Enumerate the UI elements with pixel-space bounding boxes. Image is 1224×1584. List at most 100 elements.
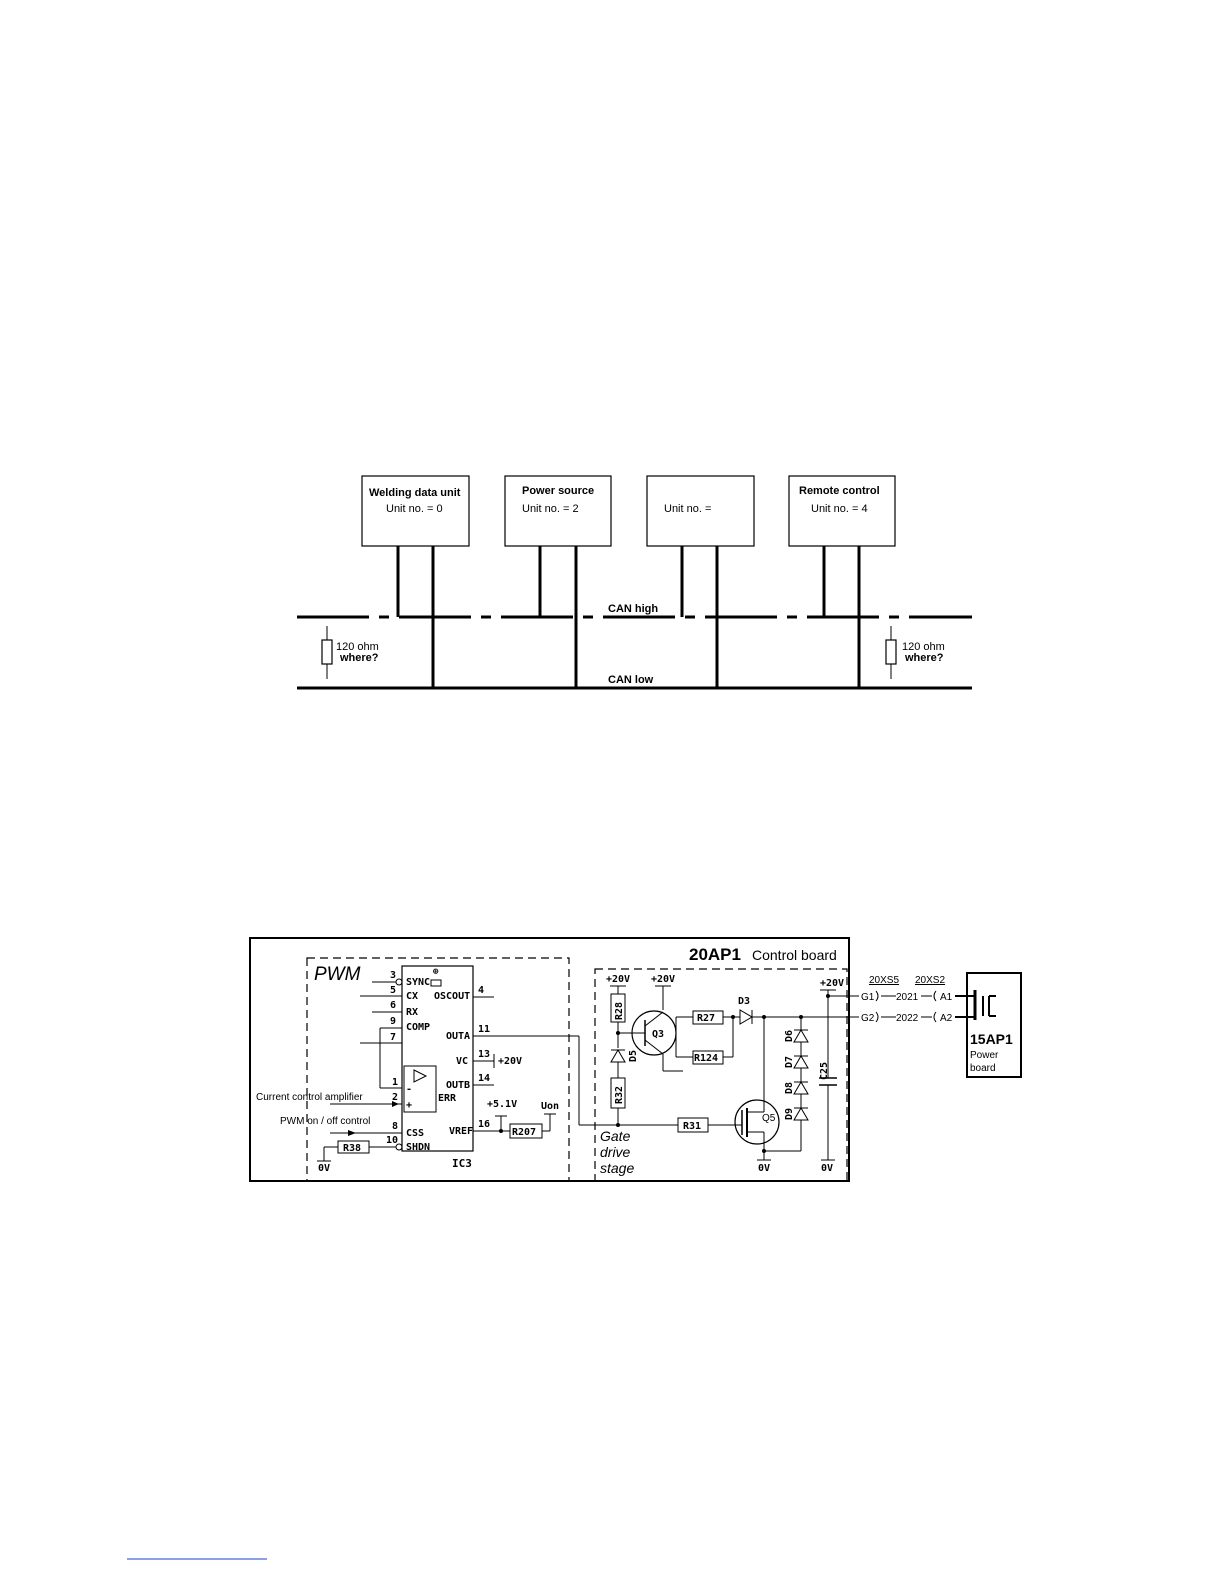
pin-10-num: 10	[386, 1135, 398, 1146]
gate-drive-line-3: stage	[600, 1160, 634, 1176]
r28-label: R28	[614, 1002, 625, 1020]
q5-label: Q5	[762, 1113, 776, 1124]
d5-label: D5	[628, 1050, 639, 1062]
vc-supply-label: +20V	[498, 1056, 522, 1067]
pin-rx-name: RX	[406, 1007, 418, 1018]
transformer-icon	[973, 990, 996, 1020]
pwm-label: PWM	[314, 964, 361, 985]
zero-volt-c25: 0V	[821, 1163, 833, 1174]
control-board-circuit: 20AP1 Control board PWM IC3 3 SYNC 5 CX …	[249, 937, 1022, 1182]
plus20-label-a: +20V	[606, 974, 630, 985]
pin-css-name: CSS	[406, 1128, 424, 1139]
svg-text:⊕: ⊕	[433, 967, 439, 977]
pin-9-num: 9	[390, 1016, 396, 1027]
terminator-right-value: 120 ohm	[902, 641, 945, 653]
connector-a1: A1	[940, 992, 953, 1003]
r38-body	[337, 1140, 370, 1154]
terminator-left-value: 120 ohm	[336, 641, 379, 653]
connector-g2: G2	[861, 1013, 875, 1024]
error-amp-box	[403, 1065, 437, 1113]
power-board-line2: board	[970, 1063, 996, 1074]
gate-drive-line-2: drive	[600, 1144, 631, 1160]
board-frame	[249, 937, 850, 1182]
r207-label: R207	[512, 1127, 536, 1138]
pin-5-num: 5	[390, 985, 396, 996]
connector-g1: G1	[861, 992, 875, 1003]
unit-no-4: Unit no. = 4	[811, 503, 868, 515]
plus20-label-c: +20V	[820, 978, 844, 989]
wire-2021: 2021	[896, 992, 919, 1003]
pin-16-num: 16	[478, 1119, 490, 1130]
wire-2022: 2022	[896, 1013, 919, 1024]
terminator-left: 120 ohm where?	[321, 626, 379, 679]
svg-text:-: -	[406, 1084, 412, 1095]
pin-comp-name: COMP	[406, 1022, 430, 1033]
unit-box-power-source	[504, 475, 612, 547]
pin-7-num: 7	[390, 1032, 396, 1043]
pin-shdn-name: SHDN	[406, 1142, 430, 1153]
can-low-label: CAN low	[608, 674, 654, 686]
gate-drive-block	[594, 968, 848, 1182]
vref-supply-label: +5.1V	[487, 1099, 517, 1110]
zero-volt-q5: 0V	[758, 1163, 770, 1174]
pin-14-num: 14	[478, 1073, 490, 1084]
unit-no-2: Unit no. = 2	[522, 503, 579, 515]
unit-no-1: Unit no. = 0	[386, 503, 443, 515]
current-control-label: Current control amplifier	[256, 1092, 363, 1103]
pin-vref-name: VREF	[449, 1126, 473, 1137]
pin-cx-name: CX	[406, 991, 418, 1002]
terminator-right: 120 ohm where?	[885, 626, 945, 679]
board-subtitle: Control board	[752, 947, 837, 963]
d8-label: D8	[784, 1082, 795, 1094]
d3-label: D3	[738, 996, 750, 1007]
svg-text:+: +	[406, 1100, 412, 1111]
r32-label: R32	[614, 1086, 625, 1104]
unit-box-remote-control	[788, 475, 896, 547]
can-high-label: CAN high	[608, 603, 658, 615]
gate-drive-line-1: Gate	[600, 1128, 631, 1144]
pin-3-num: 3	[390, 970, 396, 981]
terminator-right-question: where?	[904, 652, 944, 664]
pin-oscout-name: OSCOUT	[434, 991, 470, 1002]
unit-no-3: Unit no. =	[664, 503, 711, 515]
uon-label: Uon	[541, 1101, 559, 1112]
unit-name-4: Remote control	[799, 485, 880, 497]
unit-box-welding-data	[361, 475, 470, 547]
pin-2-num: 2	[392, 1092, 398, 1103]
pin-13-num: 13	[478, 1049, 490, 1060]
can-bus-diagram: Welding data unit Unit no. = 0 Power sou…	[297, 475, 972, 690]
pin-1-num: 1	[392, 1077, 398, 1088]
connector-xs2: 20XS2	[915, 975, 945, 986]
pin-vc-name: VC	[456, 1056, 468, 1067]
pin-4-num: 4	[478, 985, 484, 996]
r31-label: R31	[683, 1121, 701, 1132]
terminator-left-question: where?	[339, 652, 379, 664]
pin-outb-name: OUTB	[446, 1080, 470, 1091]
r124-label: R124	[694, 1053, 718, 1064]
q3-label: Q3	[652, 1029, 664, 1040]
d6-label: D6	[784, 1030, 795, 1042]
pin-sync-name: SYNC	[406, 977, 430, 988]
unit-name-1: Welding data unit	[369, 487, 461, 499]
unit-box-blank	[646, 475, 755, 547]
connector-a2: A2	[940, 1013, 953, 1024]
pwm-onoff-label: PWM on / off control	[280, 1116, 370, 1127]
pin-6-num: 6	[390, 1000, 396, 1011]
power-board-name: 15AP1	[970, 1031, 1013, 1047]
unit-name-2: Power source	[522, 485, 594, 497]
plus20-label-b: +20V	[651, 974, 675, 985]
d3-symbol	[739, 1009, 753, 1025]
err-label: ERR	[438, 1093, 457, 1104]
d7-label: D7	[784, 1056, 795, 1068]
board-title: 20AP1	[689, 945, 741, 964]
c25-label: C25	[819, 1062, 830, 1080]
pwm-block	[306, 957, 570, 1182]
zero-volt-pwm: 0V	[318, 1163, 330, 1174]
connector-xs5: 20XS5	[869, 975, 899, 986]
ic3-body	[401, 965, 474, 1152]
r27-label: R27	[697, 1013, 715, 1024]
d9-label: D9	[784, 1108, 795, 1120]
power-board-line1: Power	[970, 1050, 999, 1061]
pin-11-num: 11	[478, 1024, 490, 1035]
